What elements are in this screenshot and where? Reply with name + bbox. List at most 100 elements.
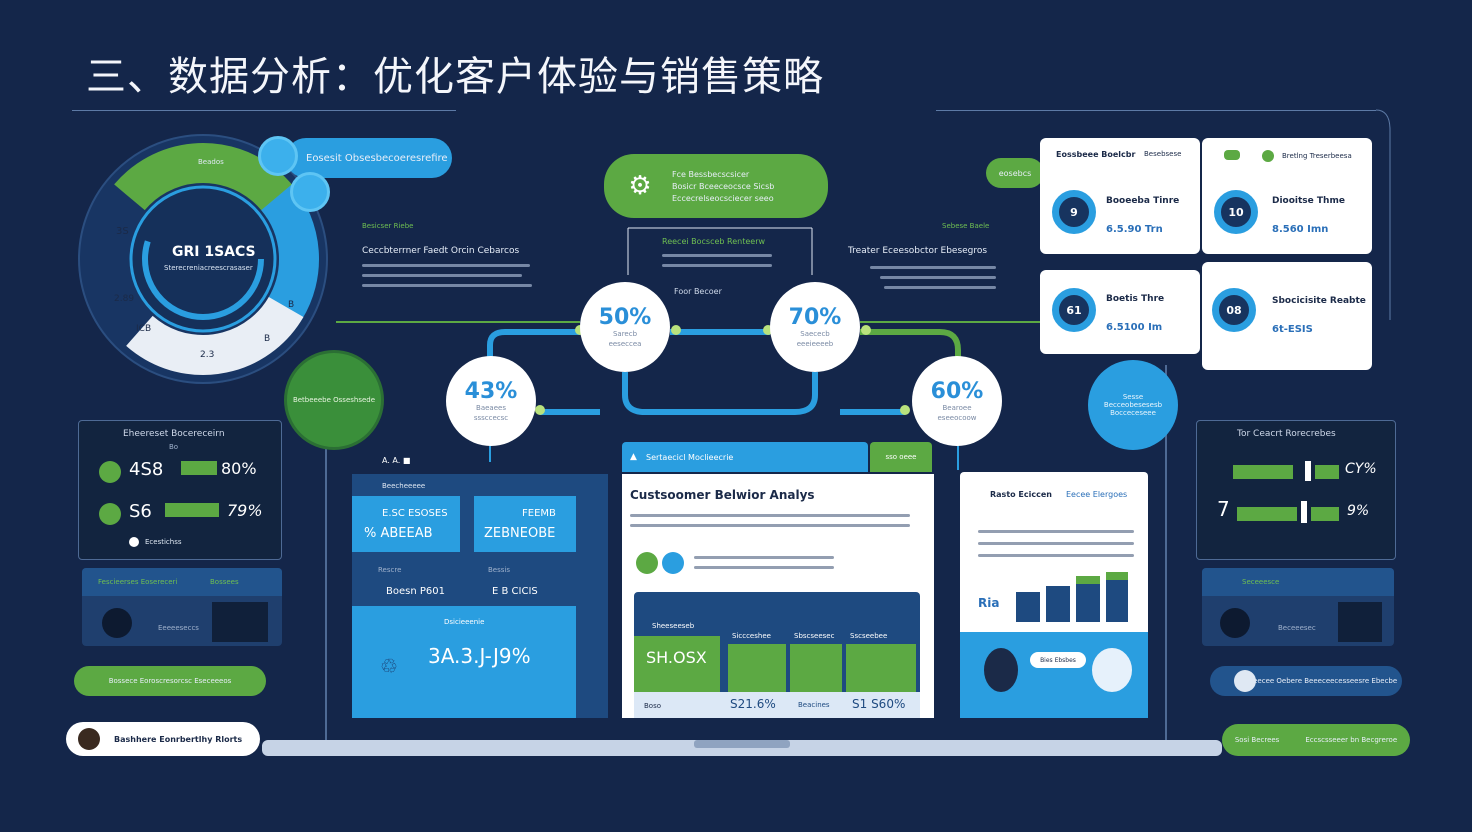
laptop-strip-label: A. A. ■ xyxy=(382,456,411,465)
table-bottom-label: Boso xyxy=(644,702,662,710)
avatar xyxy=(102,608,132,638)
right-bar-1b xyxy=(1315,465,1339,479)
table-col: Sscseebee xyxy=(850,632,888,640)
circle-sub: Sarecb xyxy=(612,330,638,339)
right-app-footer: Bies Ebsbes xyxy=(960,632,1148,718)
donut-center-value: GRI 1SACS xyxy=(172,244,256,260)
right-seven: 7 xyxy=(1217,497,1230,521)
left-row1-bar xyxy=(181,461,217,475)
blue-stat-circle[interactable]: Sesse Becceobesesesb Bocceceseee xyxy=(1088,360,1178,450)
left-app-row-label: Rescre xyxy=(378,566,402,574)
stat-dot-icon xyxy=(99,503,121,525)
bottom-right-pill-right: Eccscsseeer bn Becgreroe xyxy=(1305,736,1398,744)
metric-card-4[interactable]: 08 Sbocicisite Reabte 6t-ESIS xyxy=(1202,262,1372,370)
right-panel-title: Tor Ceacrt Rorecrebes xyxy=(1237,429,1336,439)
left-app-footer[interactable]: Dsicieeenie 3A.3.J-J9% ♲ xyxy=(352,606,576,718)
right-app-label: Ria xyxy=(978,596,1000,610)
right-app-tab1[interactable]: Rasto Eciccen xyxy=(990,490,1052,499)
left-people-caption: Eeeeeseccs xyxy=(158,624,199,632)
donut-label-right-bot: B xyxy=(264,334,271,344)
globe-icon xyxy=(662,552,684,574)
right-dark-pill-label: Sceecee Oebere Beeeceecesseesre Ebecbe xyxy=(1244,677,1398,685)
table-left-label: Sheeseeseb xyxy=(652,622,695,630)
bottom-right-pill[interactable]: Sosi Becrees Eccscsseeer bn Becgreroe xyxy=(1222,724,1410,756)
chat-icon xyxy=(258,136,298,176)
avatar xyxy=(1338,602,1382,642)
card-head: Bretlng Treserbeesa xyxy=(1282,152,1352,160)
toggle-icon xyxy=(1224,150,1240,160)
donut-label-left-bot: ICB xyxy=(136,324,152,334)
card-name: Booeeba Tinre xyxy=(1106,196,1180,206)
circle-sub2: eseeocoow xyxy=(937,413,977,422)
card-name: Boetis Thre xyxy=(1106,294,1165,304)
laptop-right-app: Rasto Eciccen Eecee Elergoes Ria Bies Eb… xyxy=(960,472,1148,718)
main-table: Sheeseeseb SH.OSX Siccceshee Sbscseesec … xyxy=(634,592,920,718)
bottom-left-pill-label: Bashhere Eonrbertlhy Rlorts xyxy=(114,734,243,744)
blue-circle-label: Sesse Becceobesesesb Bocceceseee xyxy=(1103,393,1163,417)
left-row2-num: S6 xyxy=(129,501,152,522)
circle-sub: Bearoee xyxy=(942,404,972,413)
top-right-pill[interactable]: eosebcs xyxy=(986,158,1044,188)
right-app-tab2[interactable]: Eecee Elergoes xyxy=(1066,490,1128,499)
left-people-label: Fescieerses Eosereceri xyxy=(98,578,178,586)
metric-circle-50[interactable]: 50% Sarecb eeseccea xyxy=(580,282,670,372)
card-value: 6.5.90 Trn xyxy=(1106,224,1163,235)
circle-sub2: eeeieeeeb xyxy=(796,339,834,348)
laptop-header-tab[interactable]: Sertaecicl Moclieecrie ▲ xyxy=(622,442,868,472)
table-col: Sbscseesec xyxy=(794,632,835,640)
top-center-pill[interactable]: Fce Bessbecscsicer Bosicr Bceeceocsce Si… xyxy=(604,154,828,218)
right-bar-2b xyxy=(1311,507,1339,521)
card-head-2: Besebsese xyxy=(1144,150,1182,158)
left-row2-pct: 79% xyxy=(227,501,263,520)
gear-icon: ⚙ xyxy=(628,171,652,201)
left-row2-bar xyxy=(165,503,219,517)
right-people-label: Seceeesce xyxy=(1242,578,1280,586)
right-bar-mark xyxy=(1301,501,1307,523)
circle-sub: Saececb xyxy=(800,330,830,339)
left-row1-pct: 80% xyxy=(221,459,257,478)
circle-pct: 43% xyxy=(464,379,518,405)
center-label: Foor Becoer xyxy=(674,287,722,296)
bottom-right-pill-left: Sosi Becrees xyxy=(1234,736,1280,744)
metric-circle-60[interactable]: 60% Bearoee eseeocoow xyxy=(912,356,1002,446)
laptop-left-app: Beecheeeee E.SC ESOSES % ABEEAB FEEMB ZE… xyxy=(352,474,608,718)
card-head: Eossbeee Boelcbr xyxy=(1056,150,1136,159)
right-heading: Treater Eceesobctor Ebesegros xyxy=(848,246,988,256)
bottom-left-pill[interactable]: Bashhere Eonrbertlhy Rlorts xyxy=(66,722,260,756)
card-value: 6t-ESIS xyxy=(1272,324,1313,335)
top-center-pill-line1: Fce Bessbecscsicer xyxy=(672,169,750,179)
footer-label: Dsicieeenie xyxy=(444,618,485,626)
left-app-tile-1[interactable]: E.SC ESOSES % ABEEAB xyxy=(352,496,460,552)
card-ring: 10 xyxy=(1214,190,1258,234)
card-ring: 9 xyxy=(1052,190,1096,234)
table-bottom-val: S21.6% xyxy=(730,697,776,711)
right-bar-1 xyxy=(1233,465,1293,479)
metric-circle-70[interactable]: 70% Saececb eeeieeeeb xyxy=(770,282,860,372)
avatar xyxy=(78,728,100,750)
top-left-pill[interactable]: Eosesit Obsesbecoeresrefire xyxy=(286,138,452,178)
metric-card-1[interactable]: Eossbeee Boelcbr Besebsese 9 Booeeba Tin… xyxy=(1040,138,1200,254)
left-people-panel: Fescieerses Eosereceri Bossees Eeeeesecc… xyxy=(82,568,282,646)
page-title: 三、数据分析：优化客户体验与销售策略 xyxy=(86,54,824,100)
left-green-pill-label: Bossece Eoroscresorcsc Eseceeeos xyxy=(108,677,232,685)
table-col: Siccceshee xyxy=(732,632,771,640)
circle-pct: 60% xyxy=(930,379,984,405)
green-circle-label: Betbeeebe Osseshsede xyxy=(292,396,376,404)
left-green-pill[interactable]: Bossece Eoroscresorcsc Eseceeeos xyxy=(74,666,266,696)
table-bottom-val: S1 S60% xyxy=(852,697,906,711)
green-stat-circle[interactable]: Betbeeebe Osseshsede xyxy=(284,350,384,450)
metric-card-2[interactable]: Bretlng Treserbeesa 10 Diooitse Thme 8.5… xyxy=(1202,138,1372,254)
circle-sub: Baeaees xyxy=(476,404,506,413)
metric-card-3[interactable]: 61 Boetis Thre 6.5100 Im xyxy=(1040,270,1200,354)
left-app-tile-2[interactable]: FEEMB ZEBNEOBE xyxy=(474,496,576,552)
center-box-heading: Reecei Bocsceb Renteerw xyxy=(662,237,766,246)
footer-value: 3A.3.J-J9% xyxy=(428,644,531,668)
metric-circle-43[interactable]: 43% Baeaees sssccecsc xyxy=(446,356,536,446)
tile-label: FEEMB xyxy=(522,508,556,519)
left-row1-num: 4S8 xyxy=(129,459,164,480)
laptop-header-right[interactable]: sso oeee xyxy=(870,442,932,472)
title-divider-right xyxy=(936,110,1376,111)
avatar xyxy=(212,602,268,642)
left-app-row-value: E B CICIS xyxy=(492,586,538,597)
right-app-button[interactable]: Bies Ebsbes xyxy=(1030,652,1086,668)
